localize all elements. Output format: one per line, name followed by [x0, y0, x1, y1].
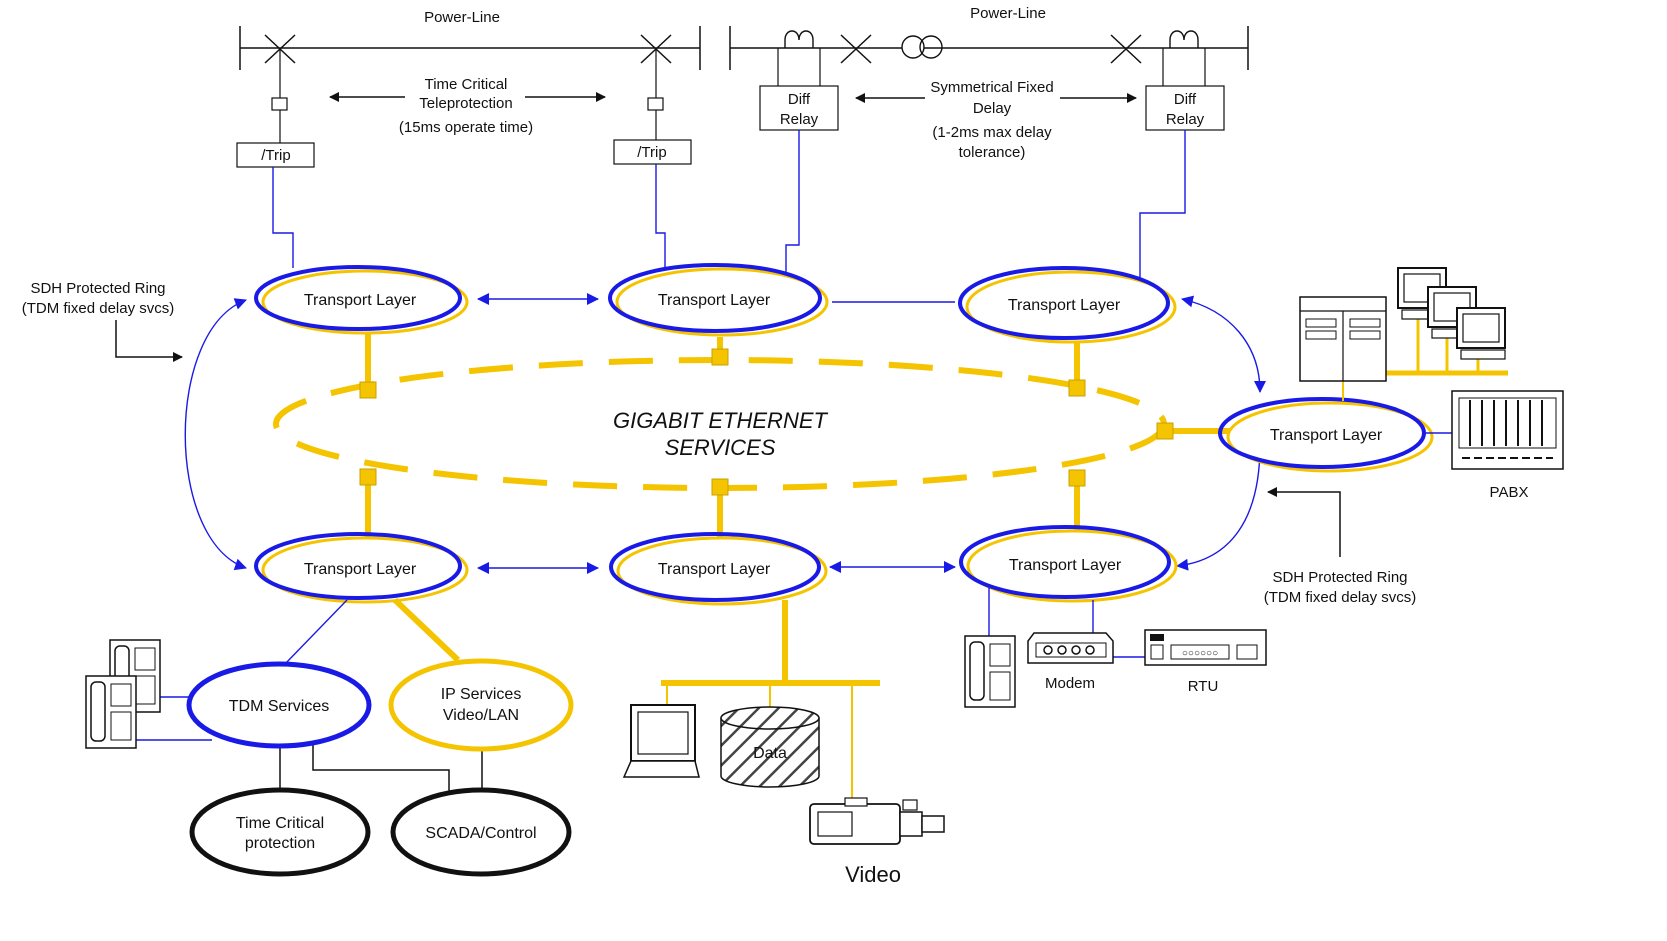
differential-annotation: Symmetrical Fixed Delay (1-2ms max delay… [855, 79, 1137, 161]
trip-box-right: /Trip [613, 139, 692, 165]
transport-layer-bottom-left[interactable]: Transport Layer [254, 532, 469, 604]
trip-left-label: /Trip [261, 147, 290, 164]
server-icon [1299, 296, 1387, 382]
scada-control-node[interactable]: SCADA/Control [390, 787, 572, 877]
ip-services-node[interactable]: IP Services Video/LAN [388, 658, 574, 752]
breaker-right [640, 34, 672, 140]
time-critical-label-1: Time Critical [236, 815, 324, 832]
trip-right-label: /Trip [637, 144, 666, 161]
relay-links [272, 130, 1186, 280]
video-camera-icon: Video [809, 797, 945, 887]
transport-layer-top-left[interactable]: Transport Layer [254, 265, 469, 335]
teleprotection-text-3: (15ms operate time) [399, 119, 533, 136]
core-label-1: GIGABIT ETHERNET [613, 408, 828, 433]
differential-text-1: Symmetrical Fixed [930, 79, 1053, 96]
ip-services-label-2: Video/LAN [443, 707, 519, 724]
transport-layer-right[interactable]: Transport Layer [1218, 397, 1434, 473]
power-line-left-label: Power-Line [424, 9, 500, 26]
breaker-diff-left [840, 34, 872, 64]
power-line-right: Power-Line [729, 5, 1249, 70]
sdh-annotation-left: SDH Protected Ring (TDM fixed delay svcs… [22, 280, 183, 362]
tdm-services-node[interactable]: TDM Services [186, 661, 372, 749]
differential-text-3: (1-2ms max delay [932, 124, 1052, 141]
ip-services-label-1: IP Services [441, 686, 522, 703]
data-label: Data [753, 745, 787, 762]
diff-relay-left-label-2: Relay [780, 111, 819, 128]
teleprotection-text-1: Time Critical [425, 76, 508, 93]
pabx-icon: PABX [1451, 390, 1564, 501]
transport-layer-label: Transport Layer [1009, 557, 1122, 574]
bottom-right-links [988, 588, 1145, 658]
transformer-symbol [901, 35, 943, 59]
sdh-right-text-1: SDH Protected Ring [1272, 569, 1407, 586]
sdh-annotation-right: SDH Protected Ring (TDM fixed delay svcs… [1264, 487, 1417, 606]
transport-layer-label: Transport Layer [1008, 297, 1121, 314]
diff-relay-left-label-1: Diff [788, 91, 811, 108]
trip-box-left: /Trip [236, 142, 315, 168]
database-icon: Data [720, 706, 820, 788]
diff-relay-right-label-2: Relay [1166, 111, 1205, 128]
ct-coil-left [777, 30, 821, 86]
gold-spokes [365, 333, 1233, 538]
sdh-left-text-1: SDH Protected Ring [30, 280, 165, 297]
differential-text-4: tolerance) [959, 144, 1026, 161]
sdh-left-text-2: (TDM fixed delay svcs) [22, 300, 175, 317]
transport-layer-label: Transport Layer [1270, 427, 1383, 444]
core-label-2: SERVICES [665, 435, 776, 460]
differential-text-2: Delay [973, 100, 1012, 117]
rtu-icon: ○○○○○○ RTU [1144, 629, 1267, 695]
power-line-right-label: Power-Line [970, 5, 1046, 22]
pabx-label: PABX [1490, 484, 1529, 501]
tdm-services-label: TDM Services [229, 698, 329, 715]
time-critical-protection-node[interactable]: Time Critical protection [189, 787, 371, 877]
phone-icon-lower-left [85, 675, 137, 749]
time-critical-label-2: protection [245, 835, 315, 852]
transport-layer-label: Transport Layer [304, 561, 417, 578]
transport-layer-label: Transport Layer [658, 561, 771, 578]
scada-label: SCADA/Control [425, 825, 536, 842]
phone-icon-right [964, 635, 1016, 708]
modem-icon: Modem [1027, 632, 1114, 692]
gigabit-ethernet-ring: GIGABIT ETHERNET SERVICES [273, 357, 1167, 491]
workstation-links [1342, 318, 1508, 401]
transport-layer-bottom-right[interactable]: Transport Layer [959, 525, 1178, 603]
modem-label: Modem [1045, 675, 1095, 692]
diff-relay-left: Diff Relay [759, 85, 839, 131]
transport-layer-top-right[interactable]: Transport Layer [958, 266, 1177, 344]
sdh-ring-links [184, 293, 1266, 574]
rtu-port-dots: ○○○○○○ [1182, 648, 1218, 659]
video-label: Video [845, 862, 901, 887]
transport-layer-label: Transport Layer [658, 292, 771, 309]
workstation-icon-3 [1456, 307, 1506, 360]
service-links [135, 597, 483, 795]
teleprotection-annotation: Time Critical Teleprotection (15ms opera… [329, 76, 606, 136]
breaker-left [264, 34, 296, 143]
diff-relay-right: Diff Relay [1145, 85, 1225, 131]
breaker-diff-right [1110, 34, 1142, 64]
transport-layer-bottom-mid[interactable]: Transport Layer [609, 532, 828, 606]
laptop-icon [622, 704, 700, 778]
ct-coil-right [1162, 30, 1206, 86]
sdh-right-text-2: (TDM fixed delay svcs) [1264, 589, 1417, 606]
transport-layer-label: Transport Layer [304, 292, 417, 309]
teleprotection-text-2: Teleprotection [419, 95, 512, 112]
power-line-left: Power-Line [239, 9, 701, 70]
transport-layer-top-mid[interactable]: Transport Layer [608, 263, 829, 337]
rtu-label: RTU [1188, 678, 1219, 695]
diff-relay-right-label-1: Diff [1174, 91, 1197, 108]
ring-junctions [359, 348, 1174, 496]
